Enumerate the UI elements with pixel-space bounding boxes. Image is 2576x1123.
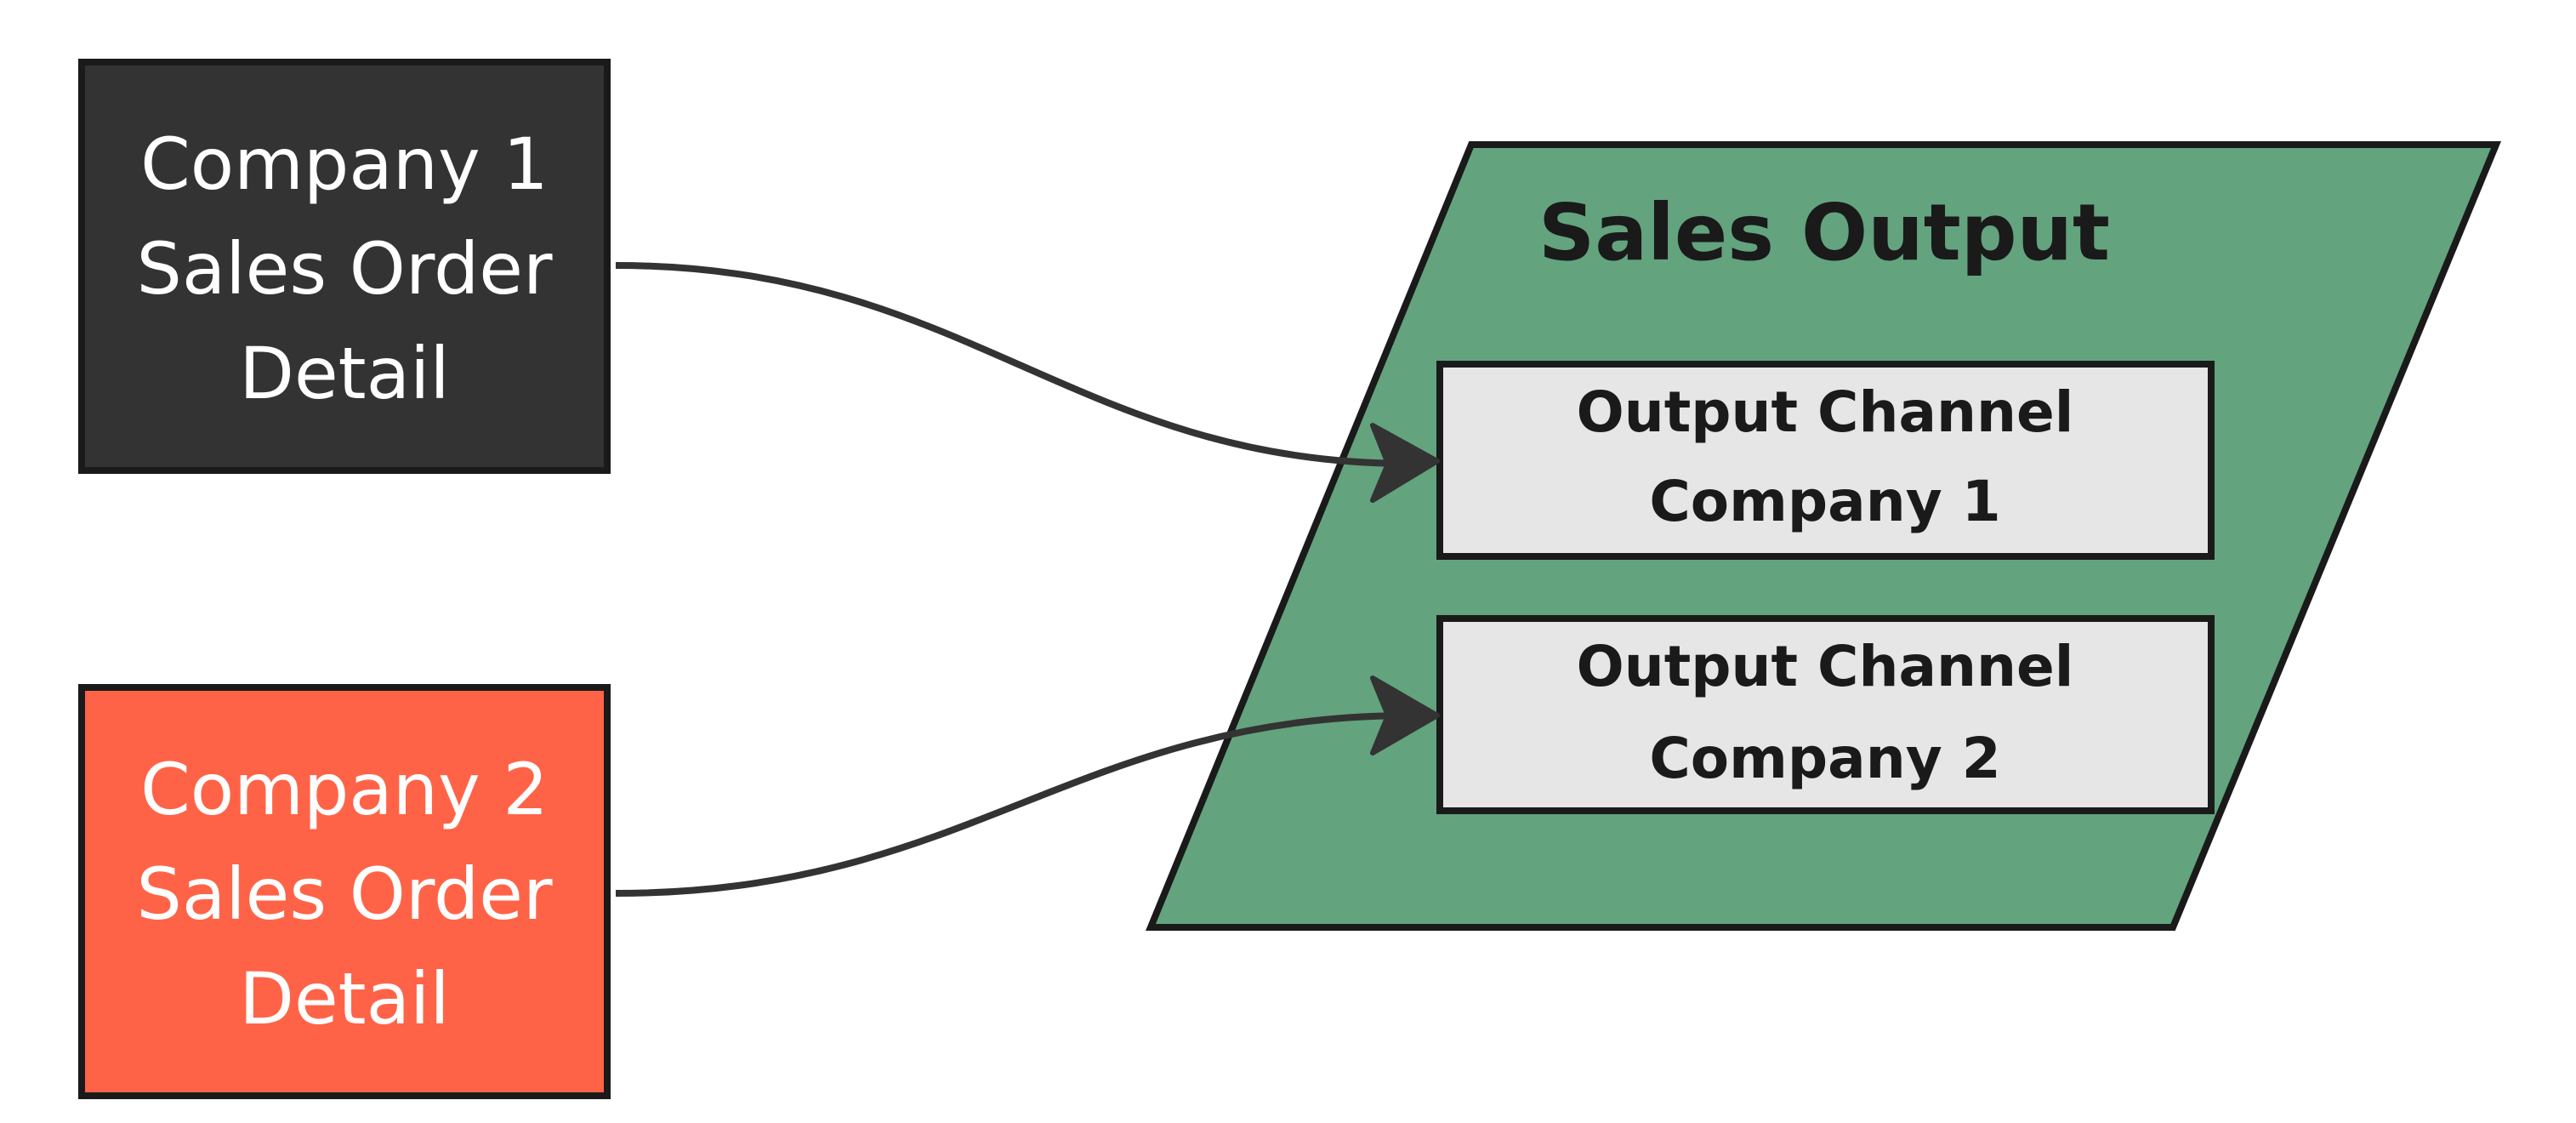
company1-label-line1: Company 1 xyxy=(140,123,549,206)
channel2-box xyxy=(1436,615,2215,814)
company2-label-line1: Company 2 xyxy=(140,748,549,831)
company2-box xyxy=(78,684,611,1099)
channel2-label-line1: Output Channel xyxy=(1577,634,2074,699)
company2-label-line3: Detail xyxy=(239,957,449,1040)
company1-label-line2: Sales Order xyxy=(137,227,553,311)
edge-company1-to-channel1 xyxy=(615,262,1413,467)
channel1-label-line1: Output Channel xyxy=(1577,379,2074,445)
channel1-label-line2: Company 1 xyxy=(1649,469,2000,534)
company1-label-line3: Detail xyxy=(239,332,449,415)
edge-arrowhead-channel1 xyxy=(1370,423,1440,503)
channel2-label-line2: Company 2 xyxy=(1649,726,2000,791)
company2-node[interactable]: Company 2 Sales Order Detail xyxy=(78,684,611,1099)
channel2-node[interactable]: Output Channel Company 2 xyxy=(1436,615,2215,814)
company1-box xyxy=(78,59,611,474)
channel1-box xyxy=(1436,361,2215,560)
edge-arrowhead-channel2 xyxy=(1370,676,1440,755)
company2-label-line2: Sales Order xyxy=(137,852,553,936)
channel1-node[interactable]: Output Channel Company 1 xyxy=(1436,361,2215,560)
sales-output-title: Sales Output xyxy=(1538,187,2110,278)
company1-node[interactable]: Company 1 Sales Order Detail xyxy=(78,59,611,474)
edge-company2-to-channel2 xyxy=(615,712,1413,897)
